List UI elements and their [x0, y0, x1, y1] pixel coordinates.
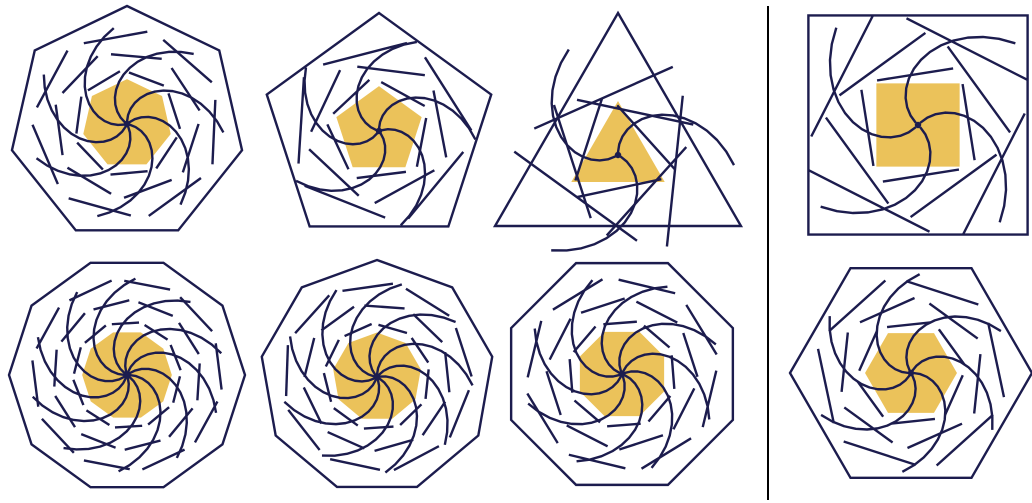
group-divider-line: [767, 6, 769, 500]
hexagon-center-hub: [908, 370, 914, 376]
